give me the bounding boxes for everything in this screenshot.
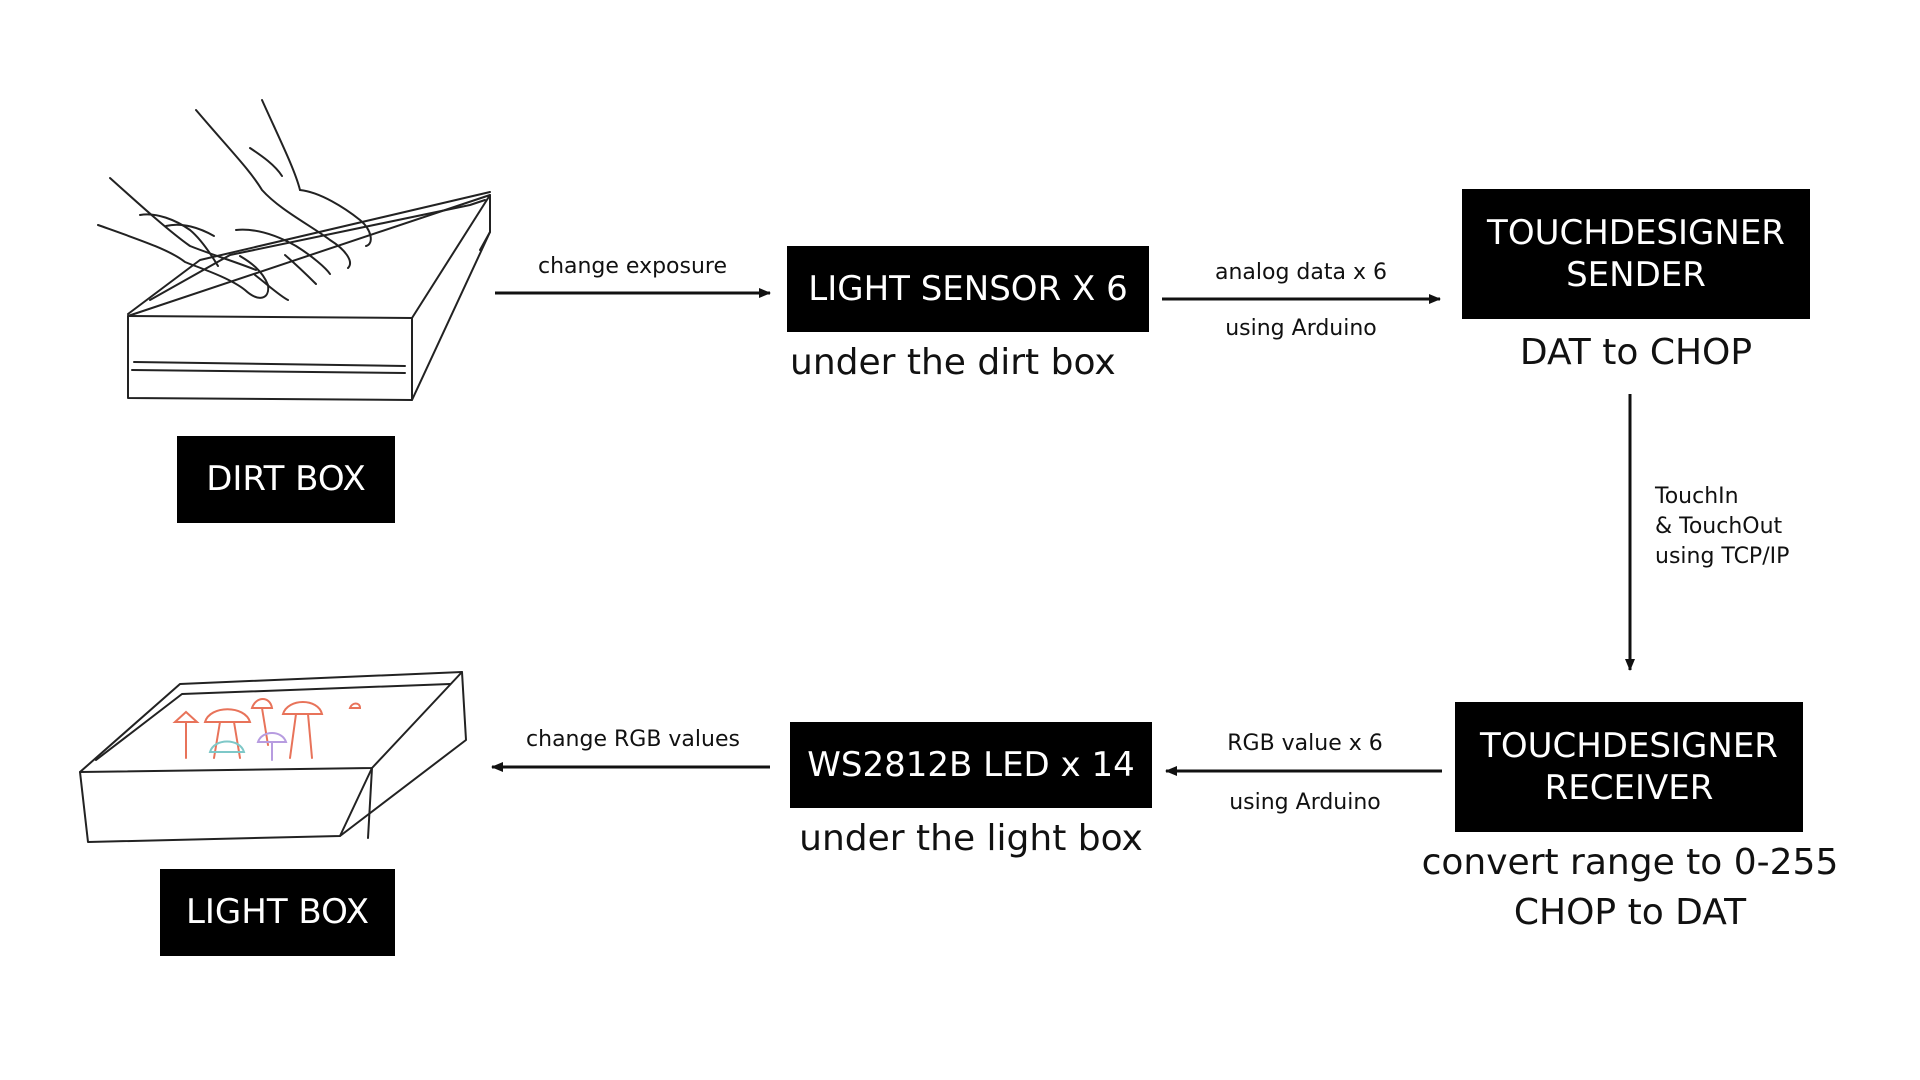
light-sensor-node: LIGHT SENSOR X 6: [787, 246, 1149, 332]
edge-label-change-rgb: change RGB values: [526, 727, 740, 752]
edge-label-analog-data: analog data x 6: [1215, 260, 1387, 285]
edge-label-using-arduino-top: using Arduino: [1225, 316, 1377, 341]
edge-label-rgb-value: RGB value x 6: [1227, 731, 1383, 756]
edge-label-touchin: TouchIn: [1655, 484, 1739, 509]
light-box-node: LIGHT BOX: [160, 869, 395, 956]
dirt-box-label: DIRT BOX: [206, 459, 366, 500]
receiver-caption-1: convert range to 0-255: [1421, 842, 1839, 883]
touchdesigner-sender-node: TOUCHDESIGNER SENDER: [1462, 189, 1810, 319]
led-label: WS2812B LED x 14: [807, 744, 1135, 785]
edge-label-touchout: & TouchOut: [1655, 514, 1783, 539]
edge-label-change-exposure: change exposure: [537, 254, 728, 279]
led-caption: under the light box: [799, 818, 1143, 859]
mushroom-illustrations: [172, 698, 362, 761]
receiver-caption-2: CHOP to DAT: [1513, 892, 1747, 933]
light-box-illustration: [79, 671, 467, 843]
edge-label-tcpip: using TCP/IP: [1655, 544, 1790, 569]
light-box-label: LIGHT BOX: [185, 892, 370, 933]
sender-caption: DAT to CHOP: [1519, 332, 1753, 373]
receiver-line1: TOUCHDESIGNER: [1480, 725, 1778, 766]
led-node: WS2812B LED x 14: [790, 722, 1152, 808]
touchdesigner-receiver-node: TOUCHDESIGNER RECEIVER: [1455, 702, 1803, 832]
dirt-box-illustration: [97, 99, 491, 401]
light-sensor-label: LIGHT SENSOR X 6: [808, 268, 1128, 309]
receiver-line2: RECEIVER: [1544, 768, 1714, 808]
light-sensor-caption: under the dirt box: [790, 342, 1116, 383]
dirt-box-node: DIRT BOX: [177, 436, 395, 523]
sender-line1: TOUCHDESIGNER: [1487, 212, 1785, 253]
sender-line2: SENDER: [1566, 255, 1706, 295]
edge-label-using-arduino-bottom: using Arduino: [1229, 790, 1381, 815]
